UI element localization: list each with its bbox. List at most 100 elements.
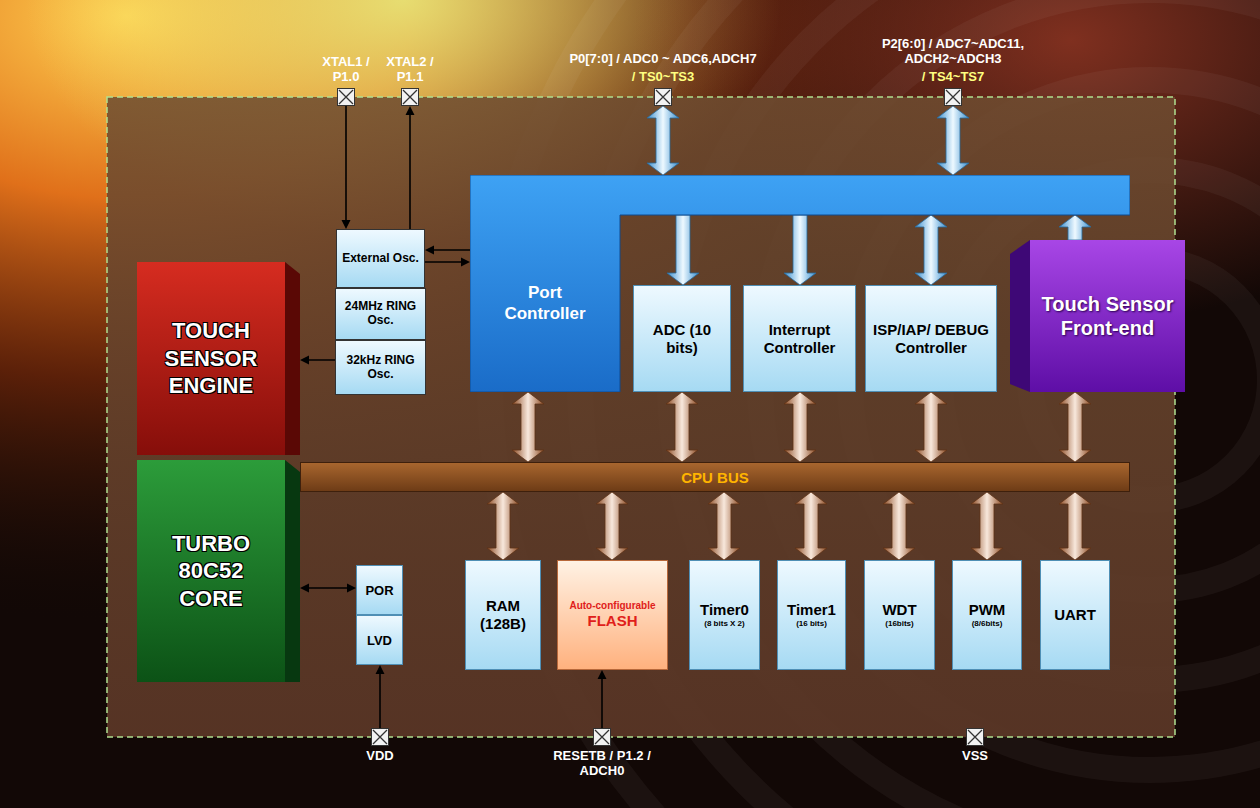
block-label: RAM (128B) xyxy=(469,597,537,633)
block-side-face xyxy=(285,262,300,455)
block-label: WDT xyxy=(882,601,916,619)
flash-box: Auto-configurableFLASH xyxy=(557,560,668,670)
oscillator-box: External Osc. xyxy=(336,229,425,288)
block-label: CPU BUS xyxy=(681,469,749,486)
block-sublabel: (8/6bits) xyxy=(972,619,1003,629)
block-sublabel: (16 bits) xyxy=(796,619,827,629)
block-label: Port Controller xyxy=(490,283,600,324)
block-label: TURBO 80C52 CORE xyxy=(145,530,277,613)
cpu-bus-arrow xyxy=(512,392,544,462)
pin-square-body xyxy=(655,89,672,106)
pin-square-body xyxy=(338,89,355,106)
block-label: 32kHz RING Osc. xyxy=(339,354,422,382)
pin-square-cross xyxy=(339,90,353,104)
cpu-bus: CPU BUS xyxy=(300,462,1130,492)
port-bus-arrow xyxy=(784,215,816,285)
block-text-area: Touch Sensor Front-end xyxy=(1030,240,1185,392)
block-label: P2[6:0] / ADC7~ADC11, ADCH2~ADCH3 xyxy=(833,37,1073,67)
block-label: Auto-configurable xyxy=(569,600,655,612)
block-sublabel: / TS4~TS7 xyxy=(833,70,1073,85)
pin-terminal: P0[7:0] / ADC0 ~ ADC6,ADCH7/ TS0~TS3 xyxy=(563,52,763,106)
signal-arrow xyxy=(406,106,415,229)
port-bus-arrow xyxy=(667,215,699,285)
pin-square-body xyxy=(967,729,984,746)
cpu-bus-arrow xyxy=(784,392,816,462)
block-sublabel: (16bits) xyxy=(885,619,913,629)
block-label: VSS xyxy=(945,749,1005,764)
pin-terminal: XTAL2 / P1.1 xyxy=(385,55,435,106)
pin-square xyxy=(654,88,672,106)
block-label: XTAL2 / P1.1 xyxy=(385,55,435,85)
cpu-bus-arrow xyxy=(1059,392,1091,462)
peripheral-box: PWM(8/6bits) xyxy=(952,560,1022,670)
cpu-bus-arrow xyxy=(795,492,827,560)
pin-square-body xyxy=(402,89,419,106)
pin-square-cross xyxy=(656,90,670,104)
cpu-bus-arrow xyxy=(596,492,628,560)
peripheral-box: Timer1(16 bits) xyxy=(777,560,846,670)
power-box: LVD xyxy=(356,615,403,665)
pin-square xyxy=(371,728,389,746)
peripheral-box: ADC (10 bits) xyxy=(633,285,731,392)
pin-square-cross xyxy=(373,730,387,744)
block-label: LVD xyxy=(367,633,392,648)
touch-engine-block: TOUCH SENSOR ENGINE xyxy=(137,262,300,455)
peripheral-box: UART xyxy=(1040,560,1110,670)
peripheral-box: ISP/IAP/ DEBUG Controller xyxy=(865,285,997,392)
block-label: POR xyxy=(365,583,393,598)
port-bus-arrow xyxy=(1059,215,1091,240)
power-box: POR xyxy=(356,565,403,615)
signal-arrow xyxy=(425,258,470,267)
oscillator-box: 24MHz RING Osc. xyxy=(335,288,426,340)
pin-square-body xyxy=(945,89,962,106)
block-label: RESETB / P1.2 / ADCH0 xyxy=(547,749,657,779)
block-front-face xyxy=(137,460,285,682)
block-label: 24MHz RING Osc. xyxy=(339,300,422,328)
cpu-bus-arrow xyxy=(1059,492,1091,560)
pin-terminal: P2[6:0] / ADC7~ADC11, ADCH2~ADCH3 / TS4~T… xyxy=(833,37,1073,106)
block-label: P0[7:0] / ADC0 ~ ADC6,ADCH7 xyxy=(563,52,763,67)
block-side-face xyxy=(1010,240,1030,392)
pin-square-cross xyxy=(946,90,960,104)
block-label: TOUCH SENSOR ENGINE xyxy=(145,317,277,400)
pin-square xyxy=(337,88,355,106)
signal-arrow xyxy=(300,584,356,593)
port-bus-arrow xyxy=(647,106,679,175)
block-label: Timer1 xyxy=(787,601,836,619)
block-side-face xyxy=(285,460,300,682)
pin-square-body xyxy=(594,729,611,746)
cpu-bus-arrow xyxy=(883,492,915,560)
pin-square xyxy=(944,88,962,106)
pin-square xyxy=(966,728,984,746)
pin-terminal: VSS xyxy=(945,728,1005,764)
block-label: Timer0 xyxy=(700,601,749,619)
pin-terminal: XTAL1 / P1.0 xyxy=(321,55,371,106)
memory-box: RAM (128B) xyxy=(465,560,541,670)
signal-arrow xyxy=(376,665,385,728)
peripheral-box: Interrupt Controller xyxy=(743,285,856,392)
signal-arrow xyxy=(300,356,335,365)
pin-terminal: VDD xyxy=(350,728,410,764)
pin-square xyxy=(593,728,611,746)
oscillator-box: 32kHz RING Osc. xyxy=(335,340,426,395)
cpu-bus-arrow xyxy=(971,492,1003,560)
cpu-bus-arrow xyxy=(487,492,519,560)
cpu-core-block: TURBO 80C52 CORE xyxy=(137,460,300,682)
cpu-bus-arrow xyxy=(708,492,740,560)
pin-square-body xyxy=(372,729,389,746)
chip-outline xyxy=(107,97,1175,737)
port-bus-arrow xyxy=(915,215,947,285)
block-sublabel: FLASH xyxy=(588,612,638,630)
block-sublabel: (8 bits X 2) xyxy=(704,619,744,629)
signal-arrow xyxy=(342,106,351,229)
block-label: XTAL1 / P1.0 xyxy=(321,55,371,85)
block-text-area: TOUCH SENSOR ENGINE xyxy=(137,262,285,455)
signal-arrow xyxy=(598,670,607,728)
block-label: ADC (10 bits) xyxy=(637,321,727,357)
block-3d-shape xyxy=(1010,240,1185,392)
